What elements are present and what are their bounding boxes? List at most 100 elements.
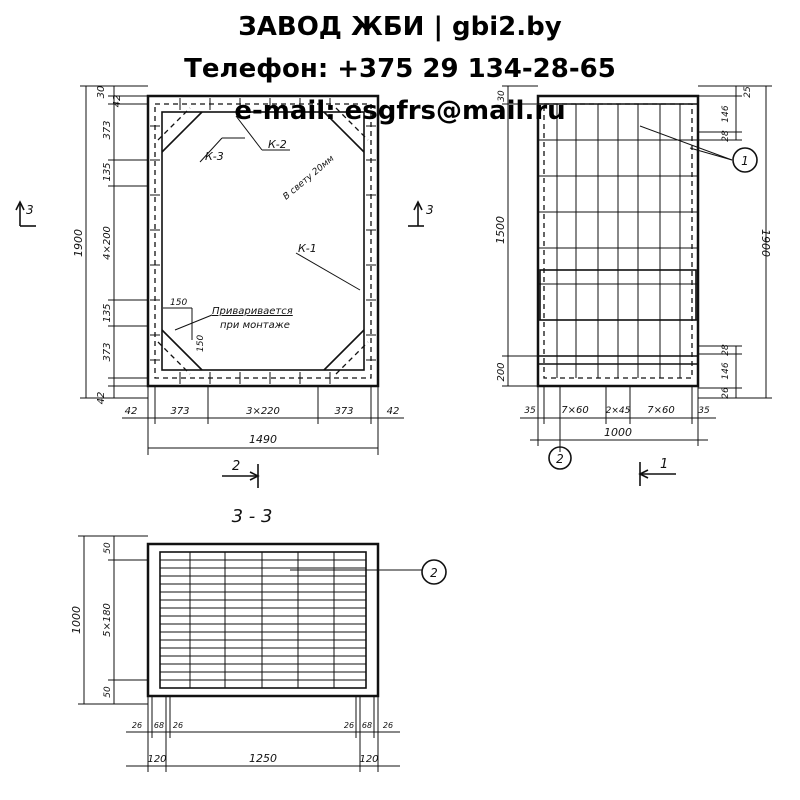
leader-k3 [199, 137, 223, 163]
section-mark-right-label: 3 [426, 203, 434, 217]
side-bottom-dim-1: 35 [524, 406, 536, 416]
side-overall-width: 1000 [604, 426, 632, 439]
view-mark-1 [638, 462, 676, 486]
haunch-bar-1 [157, 107, 191, 141]
front-bottom-dim-5: 42 [387, 406, 400, 417]
side-left-dim-3: 200 [496, 362, 507, 381]
front-left-dim-4: 135 [102, 162, 113, 181]
haunch-bottom-right [323, 329, 365, 371]
side-right-dim-1: 25 [743, 86, 753, 98]
front-left-dim-8: 42 [96, 392, 107, 405]
front-outer-outline [146, 94, 380, 388]
leader-weld [174, 314, 213, 331]
front-overall-width: 1490 [249, 433, 277, 446]
front-left-dim-6: 135 [102, 303, 113, 322]
label-weld-2: при монтаже [220, 320, 290, 331]
side-bottom-dim-chain [520, 386, 716, 452]
view-mark-1-label: 1 [660, 457, 668, 472]
leader-callout-1 [639, 125, 733, 161]
front-bottom-dim-2: 373 [170, 406, 189, 417]
label-w150a: 150 [170, 298, 187, 308]
header-plant-name: ЗАВОД ЖБИ | gbi2.by [238, 12, 562, 42]
section-small-dim-1: 26 [132, 721, 142, 730]
side-bottom-dim-2: 7×60 [561, 405, 588, 416]
side-right-dim-5: 146 [721, 362, 731, 379]
side-panel-block [539, 269, 697, 321]
section-left-dim-2: 5×180 [102, 603, 113, 637]
callout-2-circle [548, 446, 572, 470]
label-weld-1: Приваривается [212, 306, 293, 317]
haunch-bar-3 [157, 341, 191, 375]
section-bottom-dim-1: 120 [147, 754, 166, 765]
label-w150b: 150 [196, 335, 206, 352]
front-bottom-dim-4: 373 [334, 406, 353, 417]
side-left-dim-2: 1500 [494, 216, 507, 244]
section-callout-2-circle [421, 559, 447, 585]
side-bottom-dim-4: 7×60 [647, 405, 674, 416]
leader-k2 [235, 115, 263, 151]
front-left-dim-1: 30 [96, 86, 107, 99]
front-inner-outline [161, 111, 365, 371]
front-view: К-3 К-2 К-1 В свету 20мм Приваривается п… [15, 85, 434, 488]
front-bottom-dim-chain [122, 386, 404, 455]
section-small-dim-4: 26 [344, 721, 354, 730]
side-left-dim-chain [502, 85, 538, 387]
callout-1-label: 1 [741, 154, 749, 168]
side-right-dim-4: 28 [721, 344, 731, 356]
label-k3: К-3 [205, 150, 224, 163]
side-left-dim-1: 30 [497, 90, 507, 102]
view-mark-2-label: 2 [232, 459, 240, 474]
section-outline [146, 542, 380, 698]
front-stirrups [150, 98, 376, 384]
front-bottom-dim-1: 42 [125, 406, 138, 417]
section-mark-left [15, 200, 36, 227]
view-mark-2 [222, 464, 260, 488]
section-left-dim-1: 50 [103, 542, 113, 554]
section-small-dim-2: 68 [154, 721, 164, 730]
section-bottom-dim-3: 120 [359, 754, 378, 765]
section-bottom-dim-2: 1250 [249, 752, 277, 765]
section-inner [159, 551, 367, 689]
side-right-dim-3: 28 [721, 130, 731, 142]
side-outline [536, 94, 700, 388]
side-bottom-dim-3: 2×45 [606, 406, 631, 416]
section-overall-height: 1000 [70, 606, 83, 634]
section-small-dim-6: 26 [383, 721, 393, 730]
front-left-dim-chain [80, 85, 148, 399]
section-callout-2-label: 2 [430, 566, 438, 580]
front-left-dim-7: 373 [102, 342, 113, 361]
front-bottom-dim-3: 3×220 [246, 406, 280, 417]
section-small-dim-3: 26 [173, 721, 183, 730]
header-email: e-mail: esgfrs@mail.ru [234, 96, 566, 126]
section-title: 3 - 3 [232, 506, 273, 527]
section-bottom-dim-chain [126, 696, 400, 772]
haunch-bar-2 [335, 107, 369, 141]
front-overall-height: 1900 [72, 229, 85, 257]
haunch-top-left [161, 111, 203, 153]
side-right-dim-6: 26 [721, 387, 731, 399]
callout-1-circle [732, 147, 758, 173]
section-small-dim-5: 68 [362, 721, 372, 730]
section-left-dim-3: 50 [103, 686, 113, 698]
label-in-clear: В свету 20мм [282, 154, 337, 202]
front-left-dim-3: 373 [102, 120, 113, 139]
haunch-bottom-left [161, 329, 203, 371]
label-k2: К-2 [268, 138, 287, 151]
side-bottom-dim-5: 35 [698, 406, 710, 416]
side-grid [538, 104, 698, 378]
section-left-dim-chain [78, 535, 148, 705]
section-mark-left-label: 3 [26, 203, 34, 217]
side-overall-height: 1900 [759, 229, 772, 257]
front-left-dim-5: 4×200 [102, 226, 113, 260]
front-left-dim-2: 42 [112, 95, 123, 108]
callout-2-label: 2 [556, 452, 564, 466]
section-hatch [160, 552, 366, 688]
section-mark-right [408, 200, 424, 227]
header-phone: Телефон: +375 29 134-28-65 [184, 54, 616, 84]
leader-k1 [295, 252, 361, 291]
side-right-dim-chain [698, 85, 772, 399]
side-right-dim-2: 146 [721, 105, 731, 122]
haunch-top-right [323, 111, 365, 153]
leader-callout-1b [689, 147, 733, 161]
